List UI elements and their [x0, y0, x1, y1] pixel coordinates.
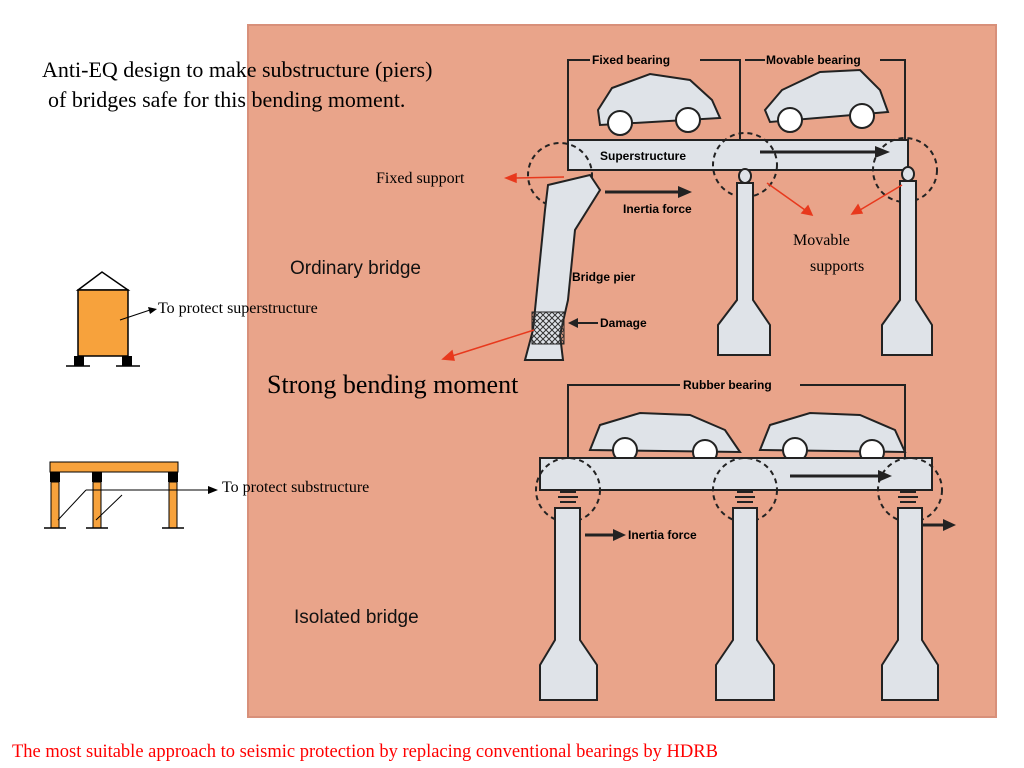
movable-supports-label-line-2: supports	[810, 258, 865, 275]
car-bottom-left	[588, 411, 742, 465]
headline-line-1: Anti-EQ design to make substructure (pie…	[42, 57, 433, 82]
ordinary-bridge-label: Ordinary bridge	[290, 258, 421, 279]
label-inertia-force-bottom: Inertia force	[628, 528, 697, 542]
protect-superstructure-label: To protect superstructure	[158, 300, 318, 317]
damage-zone	[531, 311, 565, 345]
piers-bottom	[539, 507, 939, 701]
label-superstructure: Superstructure	[600, 149, 686, 163]
building-superstructure-icon	[66, 271, 157, 367]
label-damage: Damage	[600, 316, 647, 330]
isolated-bridge-label: Isolated bridge	[294, 607, 419, 628]
label-fixed-bearing: Fixed bearing	[592, 53, 670, 67]
label-rubber-bearing: Rubber bearing	[683, 378, 772, 392]
label-inertia-force-top: Inertia force	[623, 202, 692, 216]
strong-bending-moment-label: Strong bending moment	[267, 370, 519, 399]
movable-supports-label-line-1: Movable	[793, 232, 850, 249]
label-bridge-pier: Bridge pier	[572, 270, 636, 284]
superstructure-deck-top	[567, 139, 909, 171]
car-top-left	[596, 72, 722, 136]
fixed-support-label: Fixed support	[376, 170, 465, 187]
label-movable-bearing: Movable bearing	[766, 53, 861, 67]
footer-caption: The most suitable approach to seismic pr…	[12, 742, 718, 762]
protect-substructure-label: To protect substructure	[222, 479, 370, 496]
superstructure-deck-bottom	[539, 457, 933, 491]
car-top-right	[763, 68, 890, 133]
frame-substructure-icon	[44, 461, 218, 529]
bearing-callout-lines	[567, 59, 906, 168]
piers-top	[717, 166, 933, 356]
headline-line-2: of bridges safe for this bending moment.	[48, 87, 406, 112]
headline: Anti-EQ design to make substructure (pie…	[42, 55, 602, 115]
